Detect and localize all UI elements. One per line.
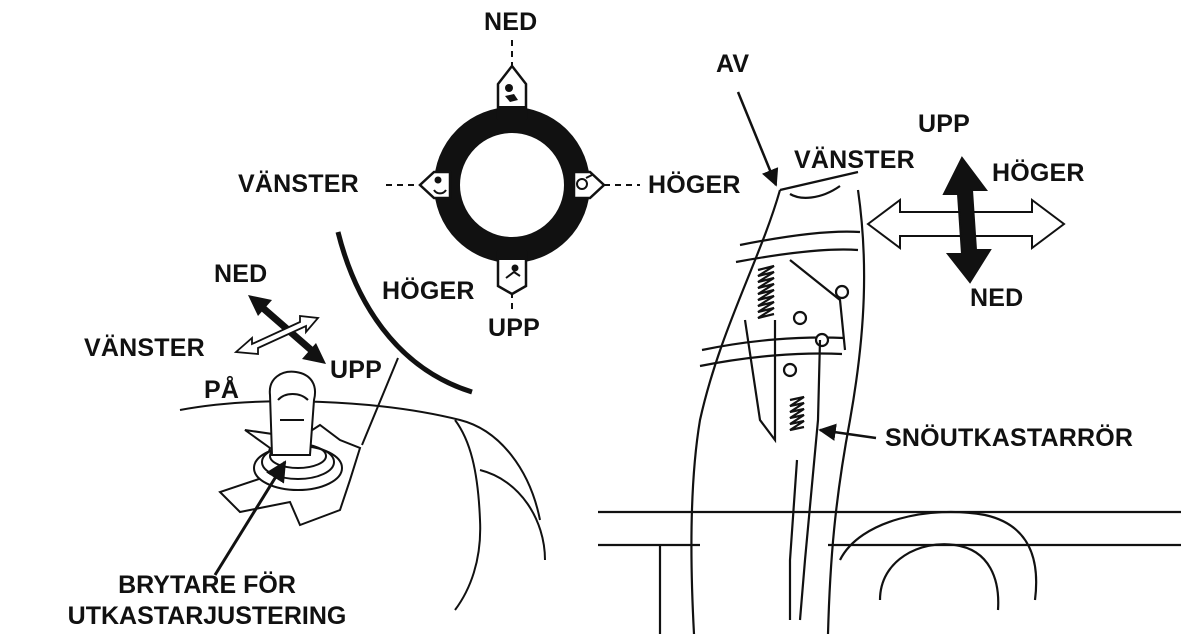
snow-chute-icon bbox=[598, 170, 1181, 634]
chute-label-ned: NED bbox=[970, 284, 1024, 312]
dial-label-hoger: HÖGER bbox=[648, 171, 741, 199]
lever-label-pa: PÅ bbox=[204, 376, 240, 404]
switch-caption-line1: BRYTARE FÖR bbox=[118, 571, 296, 599]
chute-direction-arrows bbox=[866, 156, 1066, 284]
chute-label-snoutkastarror: SNÖUTKASTARRÖR bbox=[885, 424, 1134, 452]
chute-label-vanster: VÄNSTER bbox=[794, 146, 915, 174]
chute-label-av: AV bbox=[716, 50, 750, 78]
joystick-lever-icon bbox=[179, 370, 546, 611]
switch-caption: BRYTARE FÖR UTKASTARJUSTERING bbox=[62, 570, 352, 631]
lever-label-upp: UPP bbox=[330, 356, 383, 384]
joystick-direction-arrows bbox=[233, 295, 326, 364]
dial-label-ned: NED bbox=[484, 8, 538, 36]
lever-label-vanster: VÄNSTER bbox=[84, 334, 205, 362]
chute-label-hoger: HÖGER bbox=[992, 159, 1085, 187]
lever-label-hoger: HÖGER bbox=[382, 277, 475, 305]
dial-label-upp: UPP bbox=[488, 314, 541, 342]
direction-dial-icon bbox=[386, 40, 640, 312]
switch-caption-line2: UTKASTARJUSTERING bbox=[67, 601, 347, 630]
chute-label-upp: UPP bbox=[918, 110, 971, 138]
dial-label-vanster: VÄNSTER bbox=[238, 170, 359, 198]
lever-label-ned: NED bbox=[214, 260, 268, 288]
